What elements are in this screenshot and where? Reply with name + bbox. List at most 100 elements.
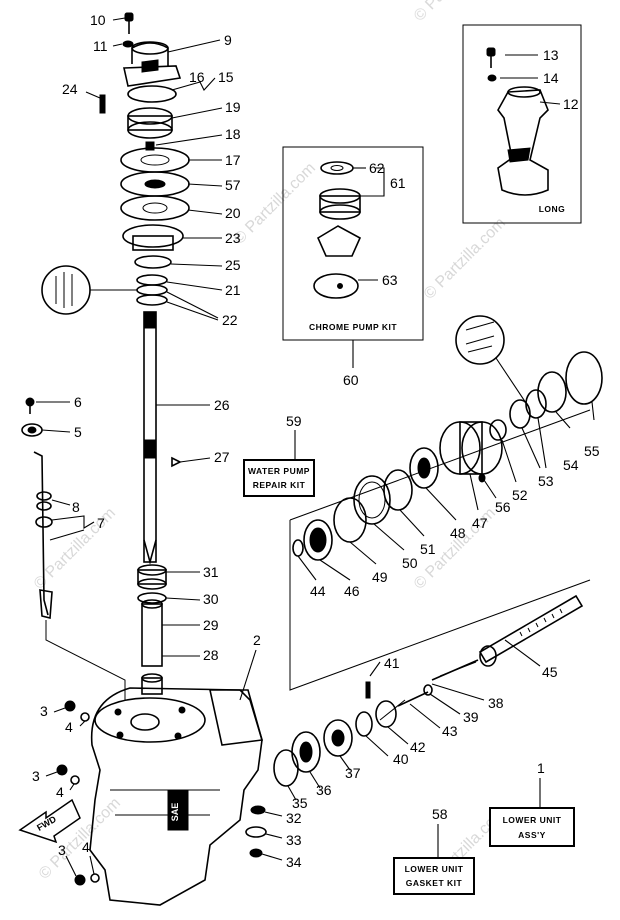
dog-clutch-42	[375, 700, 397, 728]
gasket-17-hole	[140, 154, 170, 166]
gear-37	[323, 719, 353, 757]
leader	[171, 107, 223, 119]
callout-16: 16	[189, 69, 205, 85]
callout-7: 7	[97, 515, 105, 531]
casing-fasteners	[56, 700, 100, 886]
callout-2: 2	[253, 632, 261, 648]
callout-numbers: 10 11 9 16 15 24 19 18 17 57 20 23 25 21…	[32, 12, 600, 870]
callout-3c: 3	[58, 842, 66, 858]
watermark: © Partzilla.com	[421, 215, 509, 303]
ring-52	[489, 419, 507, 441]
leader	[166, 281, 223, 291]
callout-9: 9	[224, 32, 232, 48]
bolt-3c	[74, 874, 86, 886]
cap-55	[565, 351, 603, 405]
leader	[265, 833, 283, 839]
callout-27: 27	[214, 449, 230, 465]
callout-31: 31	[203, 564, 219, 580]
leader	[425, 487, 457, 521]
oil-seal-22a	[136, 284, 168, 296]
shim-35	[273, 749, 299, 787]
gear-46-hub	[309, 527, 327, 553]
leader	[53, 707, 66, 713]
part-25	[134, 255, 172, 269]
housing-47-body	[459, 421, 483, 475]
leader	[112, 17, 126, 21]
leader	[170, 263, 223, 267]
callout-20: 20	[225, 205, 241, 221]
grommet-8	[36, 491, 52, 501]
callout-50: 50	[402, 555, 418, 571]
casing-hole	[116, 731, 124, 739]
impeller-body	[127, 115, 173, 131]
leader	[165, 597, 201, 601]
seal-31-body	[137, 569, 167, 585]
leader	[349, 541, 377, 565]
impeller-bottom	[127, 121, 173, 139]
sleeve-29-top	[141, 599, 163, 609]
seal-housing-23	[122, 224, 184, 248]
shaft-spline-top	[143, 311, 157, 329]
leader	[166, 301, 219, 321]
callout-25: 25	[225, 257, 241, 273]
bearing-36-bore	[299, 741, 313, 763]
lower-unit-assy-line2: ASS'Y	[518, 830, 546, 840]
clamp-5-hole	[27, 426, 37, 434]
extension-12	[497, 89, 549, 196]
callout-17: 17	[225, 152, 241, 168]
long-label: LONG	[539, 204, 566, 214]
watermark: © Partzilla.com	[411, 0, 499, 25]
callout-63: 63	[382, 272, 398, 288]
washer-40	[355, 711, 373, 737]
casing-lines	[110, 789, 220, 816]
leader	[51, 499, 71, 506]
seal-detail-inset-2	[455, 315, 505, 365]
callout-43: 43	[442, 723, 458, 739]
callout-41: 41	[384, 655, 400, 671]
gasket-kit-box	[393, 857, 475, 895]
gasket-kit-line2: GASKET KIT	[406, 878, 463, 888]
leader	[387, 726, 409, 745]
gear-37-hub	[331, 729, 345, 747]
fwd-arrow: FWD	[18, 798, 81, 844]
leader	[555, 411, 571, 429]
leader	[41, 429, 71, 433]
callout-45: 45	[542, 664, 558, 680]
leader	[79, 720, 86, 727]
callout-36: 36	[316, 782, 332, 798]
chrome-pump-kit-label: CHROME PUMP KIT	[309, 322, 397, 332]
pin-43	[397, 691, 429, 707]
washer-4c	[90, 873, 100, 883]
gasket-kit-line1: LOWER UNIT	[405, 864, 464, 874]
extension-12-top	[507, 86, 541, 98]
callout-3a: 3	[40, 703, 48, 719]
pin-56	[478, 473, 486, 483]
liner-62-hole	[330, 165, 344, 171]
callout-11: 11	[93, 38, 108, 54]
callout-29: 29	[203, 617, 219, 633]
callout-37: 37	[345, 765, 361, 781]
leader	[69, 783, 75, 791]
washer-4a	[80, 712, 90, 722]
gasket-kit-box-group: LOWER UNIT GASKET KIT	[393, 824, 475, 895]
callout-57: 57	[225, 177, 241, 193]
leader	[409, 703, 441, 729]
water-pump-kit-box	[243, 459, 315, 497]
bolt-13	[486, 47, 496, 57]
seal-detail-lines	[55, 272, 73, 308]
leader	[85, 91, 101, 99]
callout-34: 34	[286, 854, 302, 870]
pump-housing-top	[131, 41, 169, 55]
plate-57-hole	[144, 179, 166, 189]
water-pump-kit-line2: REPAIR KIT	[253, 480, 306, 490]
seal-31-bottom	[137, 578, 167, 590]
callout-8: 8	[72, 499, 80, 515]
shaft-collar	[479, 645, 497, 667]
water-pump-kit-line1: WATER PUMP	[248, 466, 310, 476]
leader	[264, 811, 283, 817]
fwd-arrow-shape	[18, 798, 81, 844]
casing-hole	[174, 732, 182, 740]
gear-46	[303, 519, 333, 561]
leader	[537, 417, 547, 469]
leader	[319, 559, 351, 581]
